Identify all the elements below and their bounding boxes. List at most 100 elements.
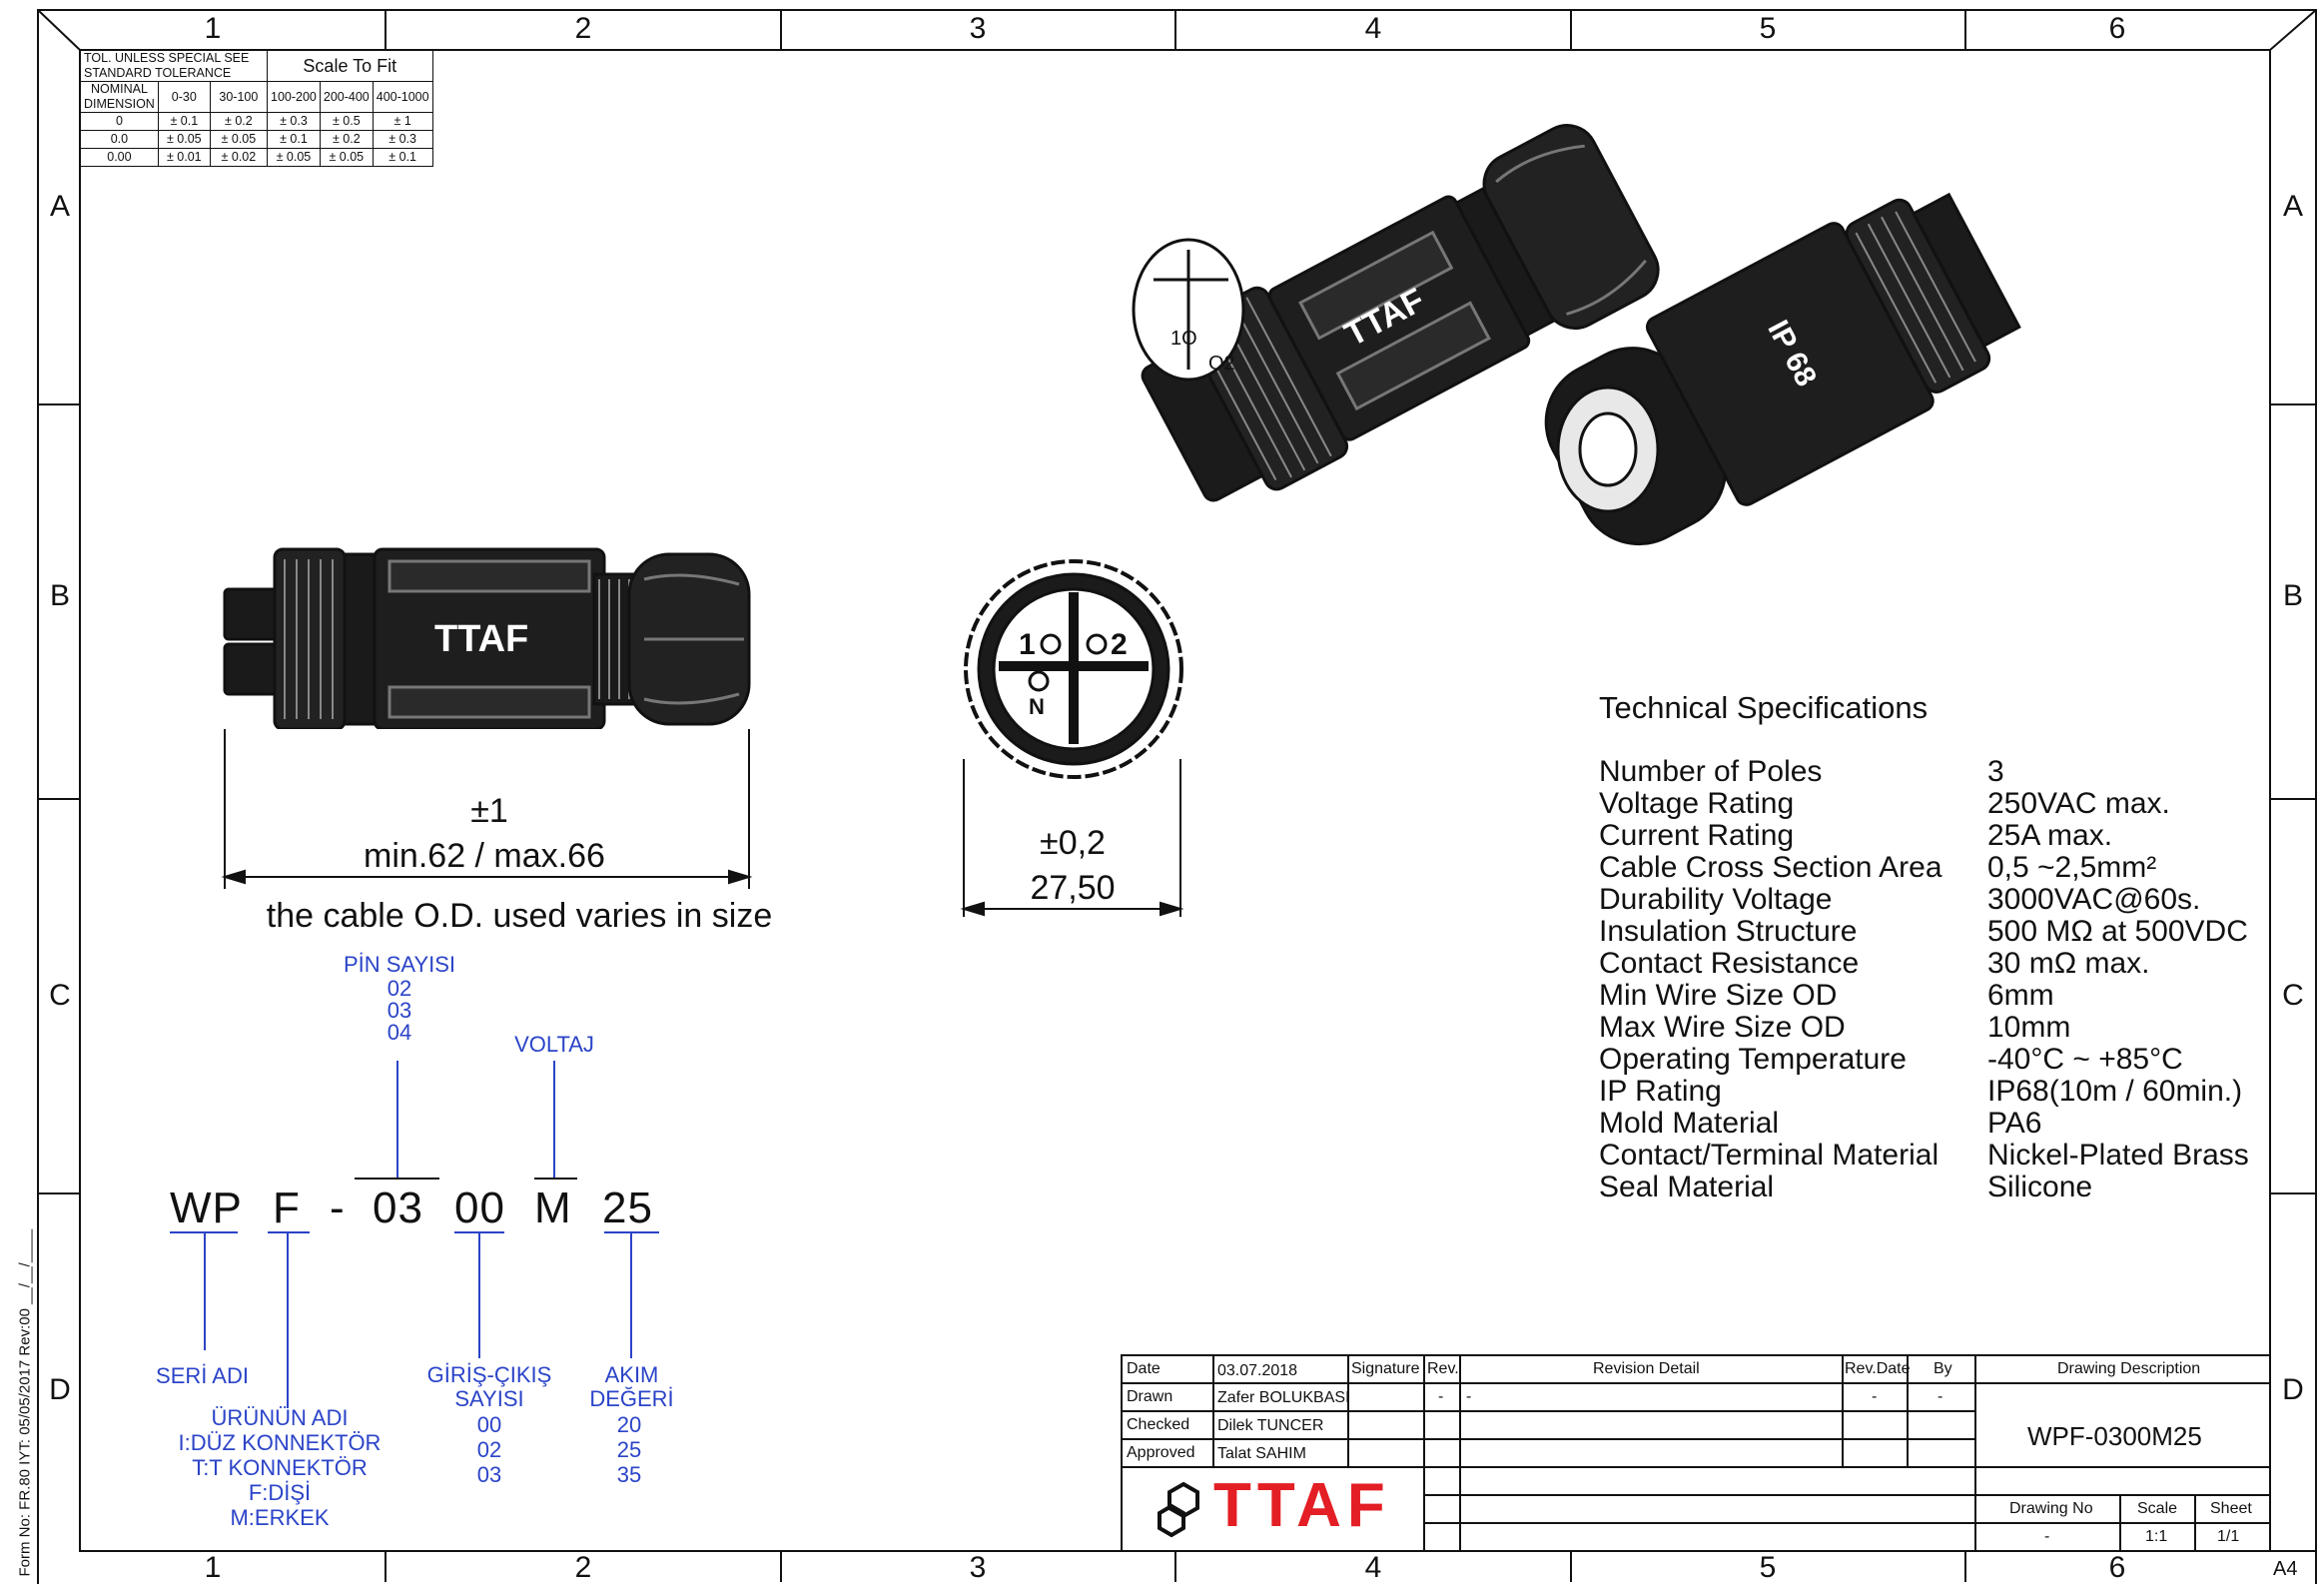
tol-cell: ± 0.02	[209, 148, 269, 167]
ttaf-logo-icon	[1158, 1481, 1199, 1538]
zone-right-b: B	[2282, 579, 2303, 612]
spec-value: 25A max.	[1987, 819, 2113, 852]
spec-label: Min Wire Size OD	[1599, 979, 1838, 1012]
spec-label: Cable Cross Section Area	[1599, 851, 1942, 884]
spec-label: Contact/Terminal Material	[1599, 1139, 1939, 1172]
tol-cell: ± 0.05	[267, 148, 321, 167]
paper-size: A4	[2273, 1558, 2298, 1580]
tol-cell: ± 0.05	[209, 130, 269, 149]
pin-count-option: 03	[387, 998, 412, 1023]
code-current: 25	[602, 1184, 653, 1232]
spec-value: PA6	[1987, 1107, 2042, 1140]
code-gender: M	[534, 1184, 572, 1232]
front-view-tolerance: ±0,2	[1040, 824, 1106, 862]
zone-right-a: A	[2282, 190, 2303, 223]
zone-bottom-4: 4	[1364, 1551, 1382, 1584]
spec-value: 500 MΩ at 500VDC	[1987, 915, 2248, 948]
spec-label: Voltage Rating	[1599, 787, 1795, 820]
front-view-diameter: 27,50	[1030, 869, 1116, 907]
zone-top-2: 2	[574, 12, 592, 45]
tb-checked-label: Checked	[1127, 1416, 1190, 1433]
tb-revdate-header: Rev.Date	[1845, 1360, 1911, 1377]
code-pins: 03	[373, 1184, 423, 1232]
tb-desc-value: WPF-0300M25	[2027, 1421, 2202, 1451]
zone-top-5: 5	[1759, 12, 1777, 45]
tb-by-value: -	[1937, 1388, 1943, 1405]
spec-value: 250VAC max.	[1987, 787, 2170, 820]
current-option: 20	[616, 1412, 642, 1437]
io-option: 02	[476, 1437, 502, 1462]
svg-text:O2: O2	[1208, 353, 1235, 375]
spec-value: 3	[1987, 755, 2004, 788]
spec-label: Number of Poles	[1599, 755, 1823, 788]
spec-label: Insulation Structure	[1599, 915, 1858, 948]
side-view-length: min.62 / max.66	[364, 837, 605, 875]
tolerance-table: TOL. UNLESS SPECIAL SEE STANDARD TOLERAN…	[80, 50, 433, 167]
spec-label: Current Rating	[1599, 819, 1795, 852]
zone-bottom-2: 2	[574, 1551, 592, 1584]
product-option: I:DÜZ KONNEKTÖR	[178, 1430, 382, 1455]
range-cell: 30-100	[209, 81, 269, 113]
range-cell: 400-1000	[372, 81, 433, 113]
spec-value: 30 mΩ max.	[1987, 947, 2150, 980]
zone-right-d: D	[2282, 1373, 2304, 1406]
zone-top-6: 6	[2108, 12, 2126, 45]
tol-cell: ± 0.1	[267, 130, 321, 149]
tb-drawing-no: -	[2044, 1528, 2050, 1545]
current-option: 35	[616, 1462, 642, 1487]
nominal-dimension-label: NOMINAL DIMENSION	[80, 81, 159, 113]
spec-value: Nickel-Plated Brass	[1987, 1139, 2249, 1172]
zone-right-c: C	[2282, 979, 2304, 1012]
spec-label: Durability Voltage	[1599, 883, 1833, 916]
code-product: F	[273, 1184, 301, 1232]
nominal-cell: 0.0	[80, 130, 159, 149]
svg-text:1O: 1O	[1170, 328, 1197, 350]
tb-approved-value: Talat SAHIM	[1217, 1445, 1306, 1462]
nominal-cell: 0.00	[80, 148, 159, 167]
tol-cell: ± 0.2	[209, 112, 269, 131]
spec-label: Max Wire Size OD	[1599, 1011, 1846, 1044]
spec-value: 10mm	[1987, 1011, 2071, 1044]
spec-value: IP68(10m / 60min.)	[1987, 1075, 2243, 1108]
zone-left-d: D	[49, 1373, 71, 1406]
tb-by-header: By	[1934, 1360, 1952, 1377]
tb-signature-header: Signature	[1351, 1360, 1420, 1377]
tb-rev-header: Rev.	[1427, 1360, 1459, 1377]
tb-desc-label: Drawing Description	[2057, 1360, 2201, 1377]
voltage-title: VOLTAJ	[514, 1032, 594, 1057]
io-title: GİRİŞ-ÇIKIŞ SAYISI	[426, 1362, 552, 1411]
isometric-male-view: 1O O2 TTAF	[1132, 124, 1660, 502]
zone-left-b: B	[49, 579, 70, 612]
zone-left-a: A	[49, 190, 70, 223]
specs-title: Technical Specifications	[1599, 690, 1929, 725]
ttaf-logo-text: TTAF	[1213, 1471, 1391, 1540]
range-cell: 200-400	[319, 81, 374, 113]
tolerance-header: TOL. UNLESS SPECIAL SEE STANDARD TOLERAN…	[80, 50, 268, 82]
range-cell: 0-30	[157, 81, 211, 113]
front-pin-1: 1	[1019, 628, 1036, 661]
product-option: M:ERKEK	[230, 1505, 330, 1530]
front-pin-2: 2	[1111, 628, 1128, 661]
tol-cell: ± 0.01	[157, 148, 211, 167]
code-series: WP	[170, 1184, 243, 1232]
tb-drawn-value: Zafer BOLUKBASI	[1217, 1389, 1350, 1406]
tb-scale-label: Scale	[2137, 1500, 2178, 1517]
zone-bottom-1: 1	[204, 1551, 222, 1584]
zone-top-4: 4	[1364, 12, 1382, 45]
tb-drawing-no-label: Drawing No	[2009, 1500, 2093, 1517]
tol-cell: ± 0.05	[319, 148, 374, 167]
tb-date-value: 03.07.2018	[1217, 1362, 1298, 1379]
spec-label: IP Rating	[1599, 1075, 1722, 1108]
tb-scale-value: 1:1	[2145, 1528, 2168, 1545]
spec-value: Silicone	[1987, 1171, 2093, 1203]
tb-checked-value: Dilek TUNCER	[1217, 1417, 1324, 1434]
connector-isometric-views: 1O O2 TTAF IP 68	[1132, 124, 2021, 546]
pin-count-option: 02	[387, 976, 412, 1001]
zone-bottom-5: 5	[1759, 1551, 1777, 1584]
side-view-tolerance: ±1	[470, 792, 508, 830]
spec-value: 0,5 ~2,5mm²	[1987, 851, 2157, 884]
spec-label: Mold Material	[1599, 1107, 1780, 1140]
current-title: AKIM DEĞERİ	[589, 1362, 674, 1411]
